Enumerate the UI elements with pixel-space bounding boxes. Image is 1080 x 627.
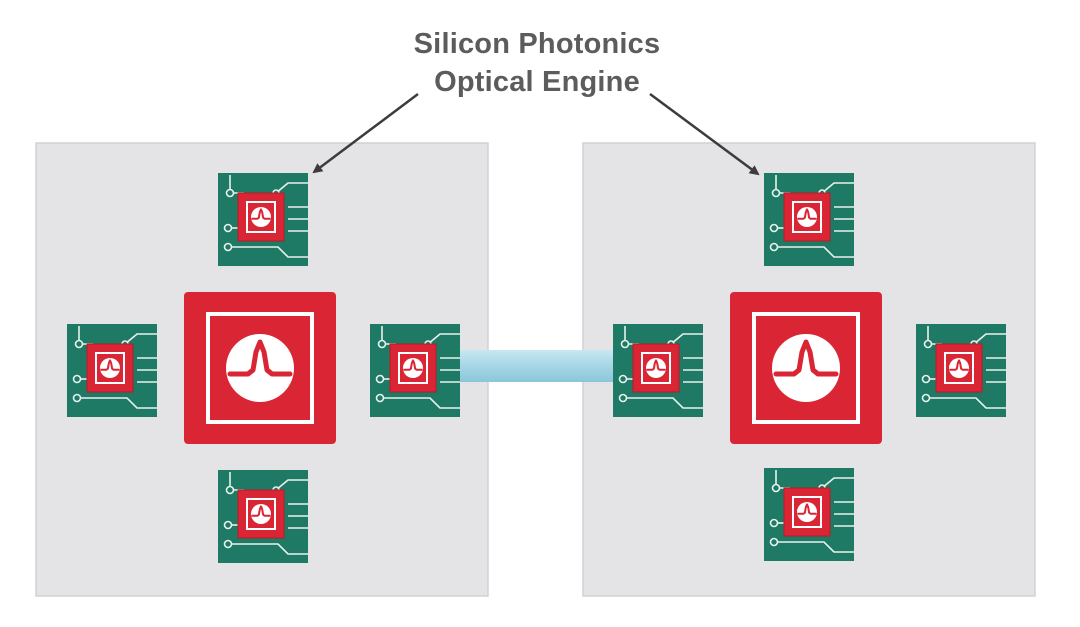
label-line-1: Silicon Photonics — [413, 28, 661, 60]
optical-engine-bottom-left-board — [218, 470, 308, 563]
engine-logo-icon — [646, 358, 666, 378]
asic-logo-icon — [226, 334, 294, 402]
engine-logo-icon — [797, 207, 817, 227]
engine-logo-icon — [251, 207, 271, 227]
optical-engine-bottom-right-board — [764, 468, 854, 561]
optical-engine-right-right-board — [916, 324, 1006, 417]
optical-engine-top-left-board — [218, 173, 308, 266]
engine-logo-icon — [100, 358, 120, 378]
engine-logo-icon — [251, 504, 271, 524]
circuit-traces — [618, 326, 703, 409]
optical-engine-left-left-board — [67, 324, 157, 417]
asic-chip-left-board — [184, 292, 336, 444]
label-arrow-left — [312, 93, 419, 174]
engine-logo-icon — [403, 358, 423, 378]
label-arrow-right — [649, 92, 760, 176]
asic-logo-icon — [772, 334, 840, 402]
optical-engine-right-left-board — [370, 324, 460, 417]
circuit-traces — [769, 470, 854, 553]
circuit-traces — [72, 326, 157, 409]
asic-chip-right-board — [730, 292, 882, 444]
optical-engine-left-right-board — [613, 324, 703, 417]
label-line-2: Optical Engine — [434, 66, 640, 98]
optical-link — [455, 350, 621, 382]
engine-logo-icon — [797, 502, 817, 522]
engine-logo-icon — [949, 358, 969, 378]
optical-engine-top-right-board — [764, 173, 854, 266]
